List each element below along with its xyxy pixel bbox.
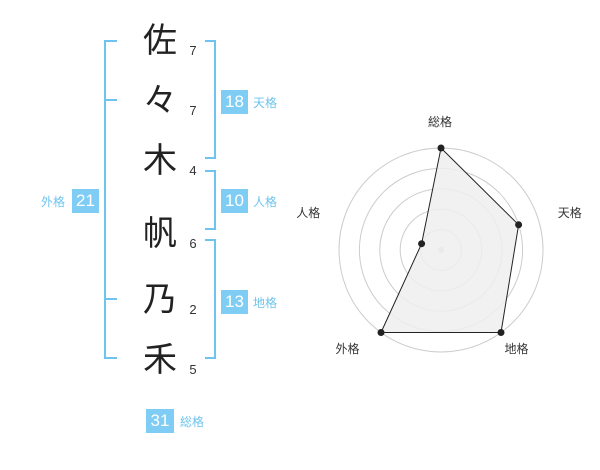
chikaku-label: 地格 [253, 296, 278, 310]
jinkaku-badge: 10 [221, 189, 248, 213]
chikaku-badge: 13 [221, 290, 248, 314]
name-char: 々 [143, 81, 177, 121]
radar-axis-label: 人格 [296, 205, 321, 220]
stroke-count: 6 [189, 236, 197, 251]
name-char: 帆 [143, 214, 177, 254]
radar-axis-label: 天格 [557, 205, 582, 220]
radar-series-polygon [380, 146, 520, 333]
soukaku-badge: 31 [146, 409, 174, 433]
radar-data-point [377, 329, 385, 336]
gaikaku-label: 外格 [41, 195, 66, 209]
radar-axis-label: 地格 [504, 342, 529, 357]
radar-axis-label: 外格 [335, 342, 360, 357]
name-char: 禾 [143, 340, 177, 380]
jinkaku-label: 人格 [253, 195, 278, 209]
radar-data-point [437, 144, 445, 152]
name-char: 木 [143, 141, 177, 181]
stroke-count: 5 [189, 362, 197, 377]
stroke-count: 4 [189, 163, 197, 178]
stroke-count: 2 [189, 302, 197, 317]
name-char: 乃 [143, 280, 177, 320]
name-char: 佐 [143, 21, 177, 61]
gaikaku-badge: 21 [72, 189, 99, 213]
stroke-count: 7 [189, 43, 197, 58]
radar-data-point [418, 240, 426, 248]
stroke-count: 7 [189, 103, 197, 118]
tenkaku-label: 天格 [253, 96, 278, 110]
radar-data-point [497, 329, 505, 336]
radar-axis-label: 総格 [428, 115, 453, 129]
soukaku-label: 総格 [180, 415, 205, 429]
tenkaku-badge: 18 [221, 90, 248, 114]
radar-data-point [515, 221, 523, 229]
